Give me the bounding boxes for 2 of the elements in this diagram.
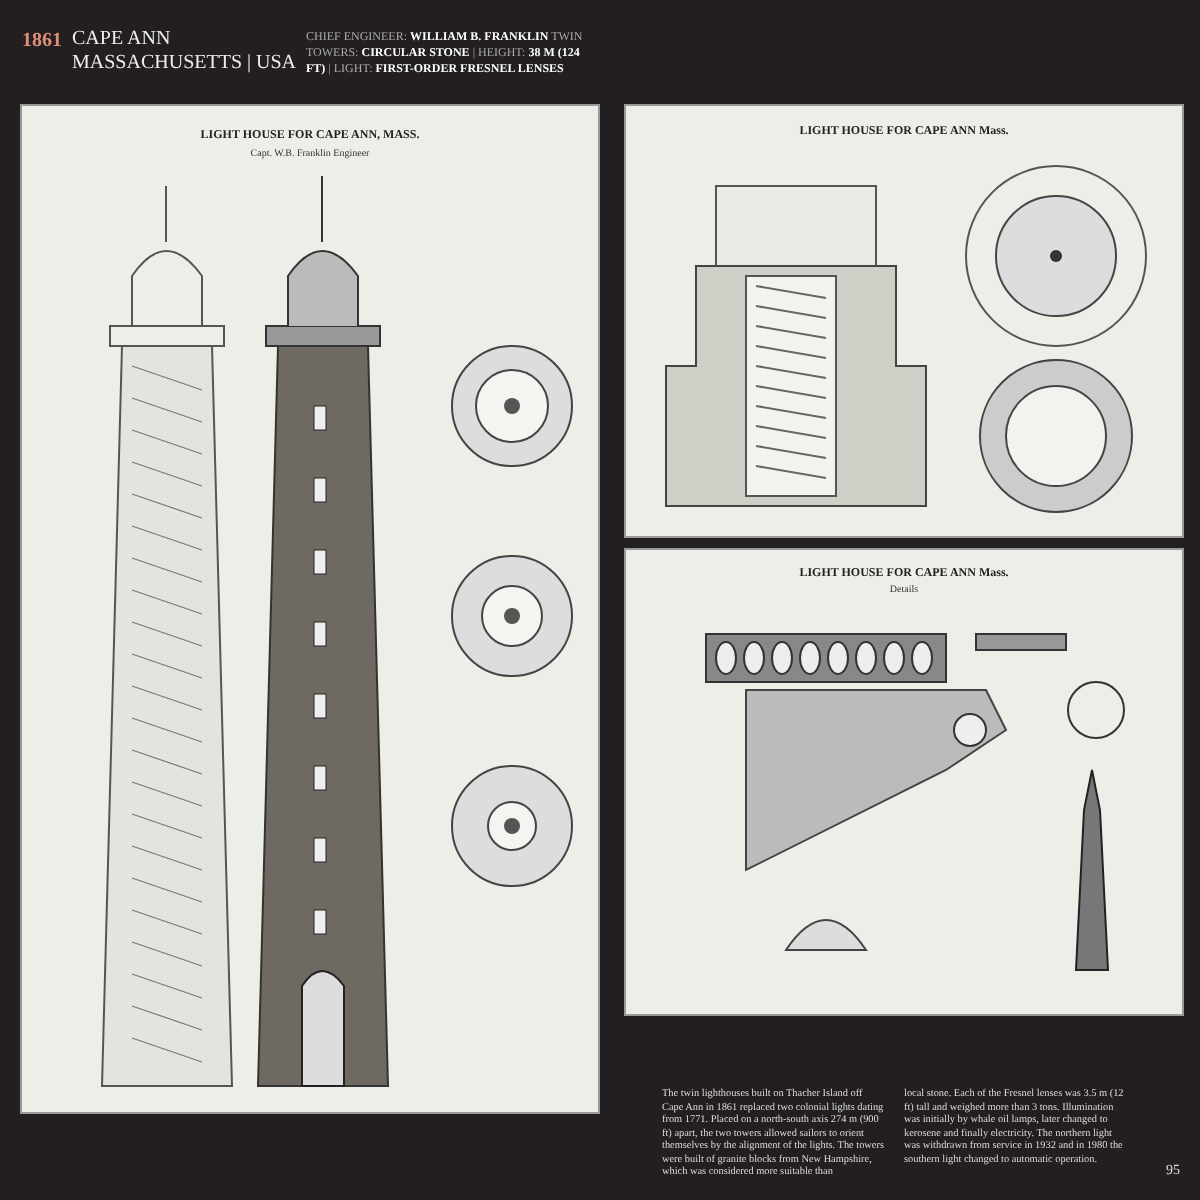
page-title: CAPE ANN MASSACHUSETTS | USA [72, 28, 299, 76]
year-label: 1861 [22, 30, 62, 52]
